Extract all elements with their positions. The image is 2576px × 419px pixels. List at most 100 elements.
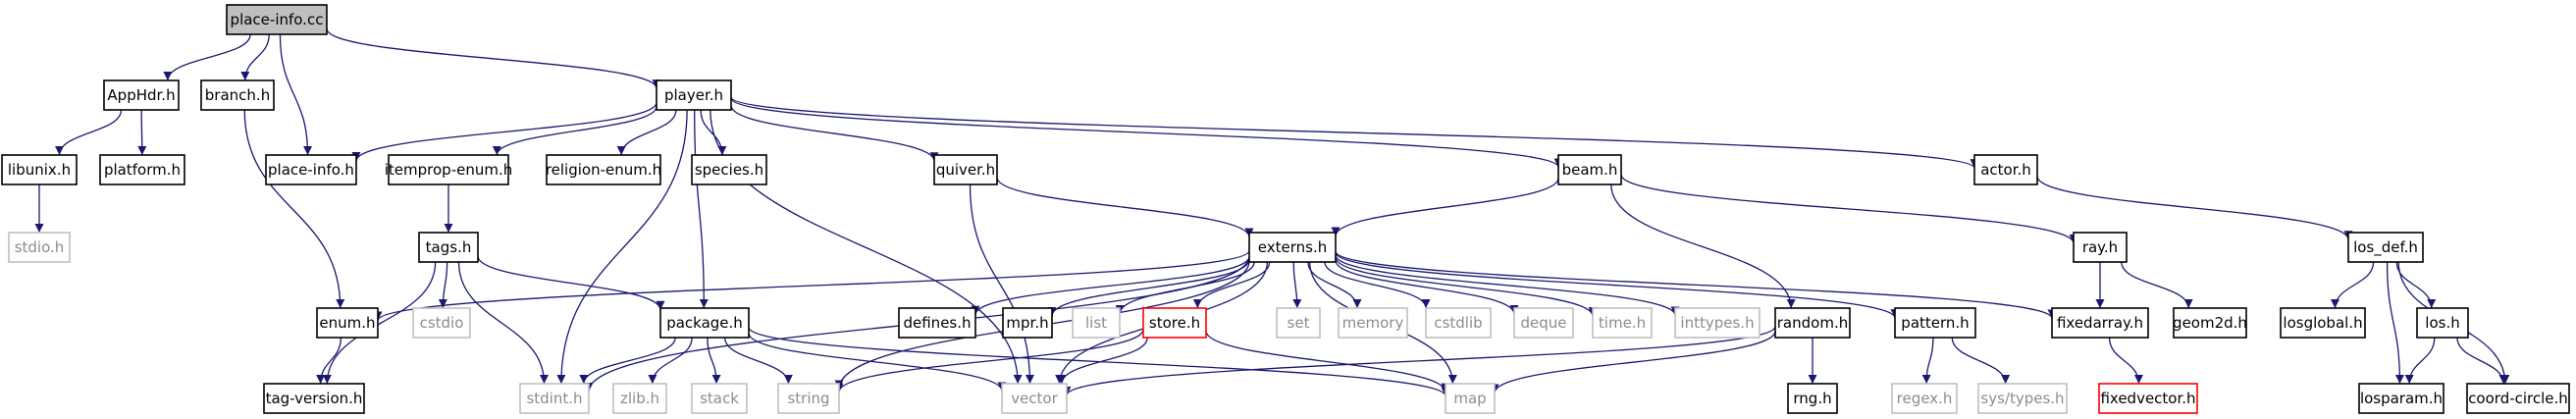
edge-store_h-to-map bbox=[1205, 331, 1450, 393]
edge-random_h-to-map bbox=[1490, 331, 1776, 393]
edge-externs_h-to-set bbox=[1292, 261, 1302, 309]
edge-externs_h-to-memory bbox=[1307, 261, 1362, 309]
node-beam-h[interactable]: beam.h bbox=[1557, 154, 1622, 185]
node-box bbox=[1513, 307, 1574, 339]
node-mpr-h[interactable]: mpr.h bbox=[1002, 307, 1053, 339]
edge-tags_h-to-cstdio bbox=[438, 261, 448, 309]
node-list: list bbox=[1072, 307, 1121, 339]
node-label: rng.h bbox=[1793, 390, 1831, 407]
node-religion-enum-h[interactable]: religion-enum.h bbox=[546, 154, 661, 185]
node-externs-h[interactable]: externs.h bbox=[1248, 232, 1337, 263]
node-label: time.h bbox=[1599, 314, 1646, 332]
node-box bbox=[1, 154, 78, 185]
node-label: pattern.h bbox=[1901, 314, 1969, 332]
edge-beam_h-to-random_h bbox=[1610, 183, 1796, 309]
edge-los_h-to-coord_circle_h bbox=[2456, 337, 2508, 385]
node-coord-circle-h[interactable]: coord-circle.h bbox=[2466, 383, 2570, 414]
node-actor-h[interactable]: actor.h bbox=[1973, 154, 2038, 185]
node-box bbox=[418, 232, 479, 263]
node-itemprop-enum-h[interactable]: itemprop-enum.h bbox=[385, 154, 513, 185]
node-sys-types-h: sys/types.h bbox=[1977, 383, 2068, 414]
edge-package_h-to-vector bbox=[748, 333, 1007, 392]
node-box bbox=[1338, 307, 1408, 339]
node-label: libunix.h bbox=[8, 161, 71, 179]
node-box bbox=[316, 307, 379, 339]
node-label: memory bbox=[1342, 314, 1404, 332]
node-place-info-h[interactable]: place-info.h bbox=[265, 154, 357, 185]
edge-store_h-to-vector bbox=[1057, 337, 1148, 385]
node-label: itemprop-enum.h bbox=[385, 161, 513, 179]
node-label: geom2d.h bbox=[2173, 314, 2247, 332]
node-label: mpr.h bbox=[1006, 314, 1048, 332]
edge-player_h-to-vector bbox=[710, 109, 1023, 385]
node-label: fixedvector.h bbox=[2100, 390, 2195, 407]
node-fixedarray-h[interactable]: fixedarray.h bbox=[2051, 307, 2149, 339]
node-box bbox=[1674, 307, 1761, 339]
node-box bbox=[2347, 232, 2424, 263]
node-place-info-cc[interactable]: place-info.cc bbox=[226, 4, 328, 35]
node-store-h[interactable]: store.h bbox=[1142, 307, 1207, 339]
node-ray-h[interactable]: ray.h bbox=[2073, 232, 2128, 263]
edge-quiver_h-to-vector bbox=[969, 183, 1034, 385]
node-tag-version-h[interactable]: tag-version.h bbox=[263, 383, 365, 414]
node-label: losglobal.h bbox=[2283, 314, 2362, 332]
edge-player_h-to-quiver_h bbox=[730, 105, 939, 162]
node-label: store.h bbox=[1149, 314, 1200, 332]
node-box bbox=[1445, 383, 1496, 414]
node-quiver-h[interactable]: quiver.h bbox=[933, 154, 998, 185]
node-package-h[interactable]: package.h bbox=[659, 307, 750, 339]
node-string: string bbox=[777, 383, 840, 414]
node-box bbox=[2051, 307, 2149, 339]
node-box bbox=[546, 154, 661, 185]
node-box bbox=[1891, 383, 1958, 414]
node-label: externs.h bbox=[1258, 238, 1327, 256]
node-box bbox=[691, 383, 748, 414]
node-species-h[interactable]: species.h bbox=[691, 154, 767, 185]
node-box bbox=[2173, 307, 2247, 339]
edge-los_def_h-to-losparam_h bbox=[2386, 261, 2404, 385]
node-set: set bbox=[1276, 307, 1321, 339]
node-tags-h[interactable]: tags.h bbox=[418, 232, 479, 263]
node-label: deque bbox=[1520, 314, 1566, 332]
node-los-def-h[interactable]: los_def.h bbox=[2347, 232, 2424, 263]
edge-actor_h-to-los_def_h bbox=[2036, 176, 2353, 240]
node-fixedvector-h[interactable]: fixedvector.h bbox=[2098, 383, 2198, 414]
node-geom2d-h[interactable]: geom2d.h bbox=[2173, 307, 2247, 339]
node-box bbox=[99, 154, 185, 185]
node-platform-h[interactable]: platform.h bbox=[99, 154, 185, 185]
node-los-h[interactable]: los.h bbox=[2416, 307, 2469, 339]
node-label: stdint.h bbox=[526, 390, 582, 407]
edge-tags_h-to-stdint_h bbox=[457, 261, 549, 385]
node-apphdr-h[interactable]: AppHdr.h bbox=[103, 79, 180, 111]
node-label: tags.h bbox=[426, 238, 472, 256]
node-random-h[interactable]: random.h bbox=[1774, 307, 1851, 339]
node-pattern-h[interactable]: pattern.h bbox=[1894, 307, 1976, 339]
edge-place_info_cc-to-player_h bbox=[326, 28, 661, 89]
node-box bbox=[898, 307, 976, 339]
node-map: map bbox=[1445, 383, 1496, 414]
edge-place_info_cc-to-apphdr_h bbox=[163, 33, 251, 81]
edge-externs_h-to-pattern_h bbox=[1335, 251, 1900, 319]
edge-externs_h-to-inttypes_h bbox=[1335, 254, 1680, 316]
node-losparam-h[interactable]: losparam.h bbox=[2358, 383, 2445, 414]
edge-player_h-to-species_h bbox=[700, 109, 727, 156]
node-label: list bbox=[1085, 314, 1107, 332]
node-box bbox=[2073, 232, 2128, 263]
node-rng-h[interactable]: rng.h bbox=[1787, 383, 1838, 414]
node-label: player.h bbox=[664, 86, 723, 104]
node-defines-h[interactable]: defines.h bbox=[898, 307, 976, 339]
node-label: enum.h bbox=[319, 314, 375, 332]
edge-package_h-to-zlib_h bbox=[648, 337, 693, 385]
edge-quiver_h-to-externs_h bbox=[996, 177, 1254, 237]
node-player-h[interactable]: player.h bbox=[656, 79, 732, 111]
node-label: package.h bbox=[666, 314, 743, 332]
node-losglobal-h[interactable]: losglobal.h bbox=[2280, 307, 2366, 339]
node-label: inttypes.h bbox=[1680, 314, 1754, 332]
edge-fixedarray_h-to-fixedvector_h bbox=[2108, 337, 2143, 385]
node-branch-h[interactable]: branch.h bbox=[200, 79, 275, 111]
node-libunix-h[interactable]: libunix.h bbox=[1, 154, 78, 185]
node-label: ray.h bbox=[2082, 238, 2118, 256]
node-enum-h[interactable]: enum.h bbox=[316, 307, 379, 339]
node-label: AppHdr.h bbox=[107, 86, 175, 104]
